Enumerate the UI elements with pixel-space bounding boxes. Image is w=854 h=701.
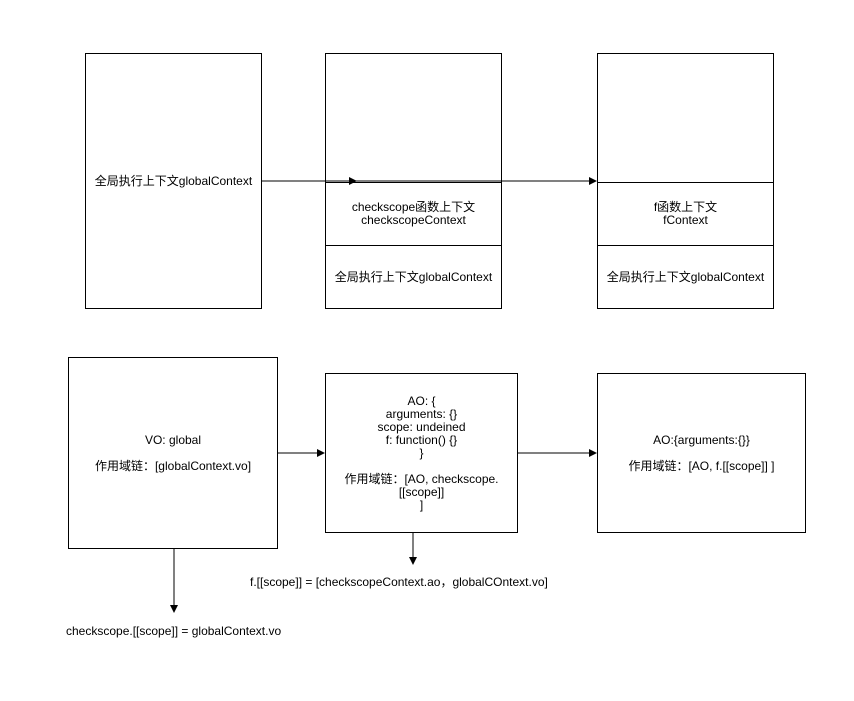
f-context-name: fContext	[663, 213, 708, 227]
stack-divider	[326, 245, 501, 246]
f-context-stack: f函数上下文 fContext 全局执行上下文globalContext	[597, 53, 774, 309]
global-context-cell: 全局执行上下文globalContext	[86, 54, 261, 308]
vo-global-box: VO: global 作用域链：[globalContext.vo]	[68, 357, 278, 549]
checkscope-scope-annotation: checkscope.[[scope]] = globalContext.vo	[66, 624, 282, 638]
ao-checkscope-content: AO: { arguments: {} scope: undeined f: f…	[326, 374, 517, 532]
ao-function: f: function() {}	[385, 432, 458, 447]
ao-open: AO: {	[407, 393, 436, 408]
ao-scope: scope: undeined	[377, 419, 466, 434]
scope-chain-label: 作用域链：[AO, checkscope.	[344, 471, 499, 486]
stack-divider	[598, 245, 773, 246]
global-context-label: 全局执行上下文globalContext	[606, 269, 765, 284]
ao-f-content: AO:{arguments:{}} 作用域链：[AO, f.[[scope]] …	[598, 374, 805, 532]
vo-label: VO: global	[144, 432, 202, 447]
f-context-title: f函数上下文	[653, 200, 718, 214]
scope-chain-continued: [[scope]]	[398, 484, 445, 499]
checkscope-context-title: checkscope函数上下文	[351, 200, 476, 214]
stack-divider	[598, 182, 773, 183]
f-scope-annotation: f.[[scope]] = [checkscopeContext.ao，glob…	[250, 575, 548, 589]
ao-arguments: arguments: {}	[385, 406, 458, 421]
checkscope-context-name: checkscopeContext	[361, 213, 466, 227]
scope-chain-label: 作用域链：[AO, f.[[scope]] ]	[628, 458, 775, 473]
global-context-cell: 全局执行上下文globalContext	[326, 246, 501, 308]
stack-divider	[326, 182, 501, 183]
scope-chain-end: ]	[419, 497, 424, 512]
ao-f-box: AO:{arguments:{}} 作用域链：[AO, f.[[scope]] …	[597, 373, 806, 533]
ao-f-label: AO:{arguments:{}}	[653, 432, 750, 447]
ao-close: }	[419, 445, 424, 460]
global-context-stack: 全局执行上下文globalContext	[85, 53, 262, 309]
scope-chain-label: 作用域链：[globalContext.vo]	[94, 458, 252, 473]
checkscope-context-cell: checkscope函数上下文 checkscopeContext	[326, 183, 501, 245]
ao-checkscope-box: AO: { arguments: {} scope: undeined f: f…	[325, 373, 518, 533]
global-context-label: 全局执行上下文globalContext	[94, 173, 253, 188]
global-context-cell: 全局执行上下文globalContext	[598, 246, 773, 308]
global-context-label: 全局执行上下文globalContext	[334, 269, 493, 284]
vo-global-content: VO: global 作用域链：[globalContext.vo]	[69, 358, 277, 548]
f-context-cell: f函数上下文 fContext	[598, 183, 773, 245]
